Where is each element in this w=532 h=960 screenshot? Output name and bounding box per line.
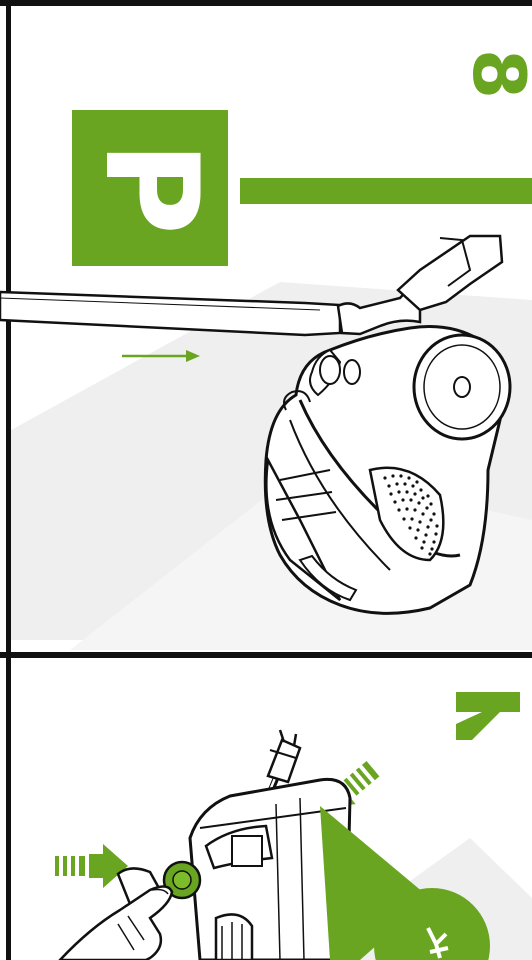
step-8-panel: 8 P [0,0,532,658]
vacuum-cleaner-icon [0,0,532,658]
step-7-panel [0,658,532,960]
badge-icon [0,658,532,960]
